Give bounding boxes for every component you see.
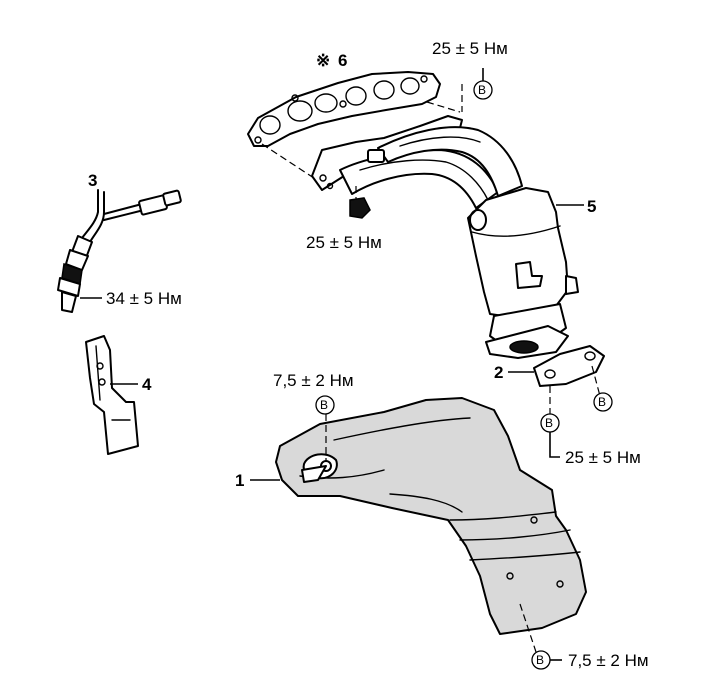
bolt-marker-label: B (320, 398, 328, 412)
part-1-number: 1 (235, 471, 244, 490)
torque-sensor: 34 ± 5 Нм (106, 289, 182, 308)
bolt-marker-label: B (536, 653, 544, 667)
exhaust-manifold-with-catalyst (311, 115, 584, 359)
torque-manifold-nut: 25 ± 5 Нм (306, 233, 382, 252)
part-2-number: 2 (494, 363, 503, 382)
torque-bracket: 25 ± 5 Нм (565, 448, 641, 467)
heat-shield-bracket (85, 335, 139, 455)
bolt-marker-circle (593, 392, 613, 412)
part-6-number: 6 (338, 51, 347, 70)
bolt-marker-label: B (598, 395, 606, 409)
torque-shield-top: 7,5 ± 2 Нм (273, 371, 354, 390)
exhaust-manifold-gasket (247, 71, 441, 147)
exhaust-manifold-heat-shield (250, 397, 587, 653)
bolt-marker-label: B (478, 83, 486, 97)
part-6-mark: ※ (316, 51, 330, 70)
torque-shield-bottom: 7,5 ± 2 Нм (568, 651, 649, 670)
part-3-number: 3 (88, 171, 97, 190)
gasket-alignment-line (426, 101, 461, 113)
part-4-number: 4 (142, 375, 152, 394)
part-5-number: 5 (587, 197, 596, 216)
manifold-nut (349, 186, 371, 219)
bolt-marker-circle (315, 395, 335, 415)
torque-gasket-top: 25 ± 5 Нм (432, 39, 508, 58)
bolt-marker-label: B (545, 416, 553, 430)
catalyst-support-bracket (508, 345, 605, 414)
gasket-alignment-line (261, 143, 321, 183)
oxygen-sensor (57, 189, 182, 313)
